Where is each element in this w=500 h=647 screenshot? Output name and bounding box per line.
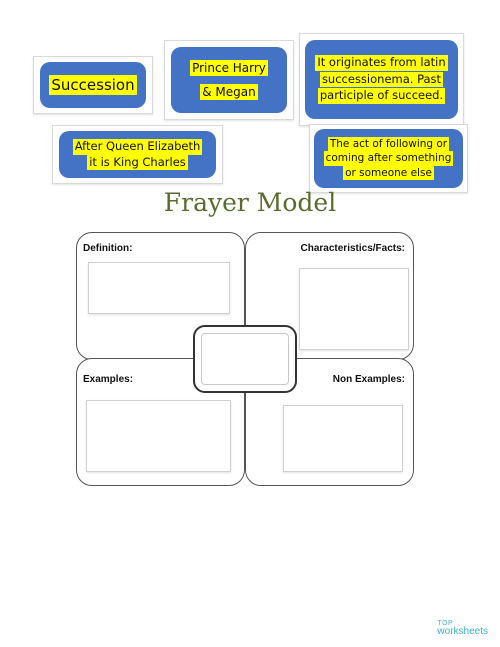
non-examples-drop-zone[interactable] xyxy=(283,405,403,472)
card-act-line1: The act of following or xyxy=(327,137,450,152)
card-origin[interactable]: It originates from latin successionema. … xyxy=(299,33,464,126)
definition-drop-zone[interactable] xyxy=(88,262,230,314)
center-word-box xyxy=(193,325,297,393)
card-act[interactable]: The act of following or coming after som… xyxy=(309,124,468,193)
logo-line1: TOP xyxy=(437,620,454,627)
card-queen-line2: it is King Charles xyxy=(87,154,188,171)
card-origin-line3: participle of succeed. xyxy=(317,88,446,104)
center-word-drop-zone[interactable] xyxy=(201,333,289,385)
card-act-line3: or someone else xyxy=(343,165,434,180)
card-prince-harry-body: Prince Harry & Megan xyxy=(171,47,287,113)
card-prince-harry-line2: & Megan xyxy=(200,84,258,101)
characteristics-label: Characteristics/Facts: xyxy=(300,243,406,254)
card-prince-harry[interactable]: Prince Harry & Megan xyxy=(164,40,294,120)
logo-line2: worksheets xyxy=(437,626,488,637)
card-origin-line1: It originates from latin xyxy=(315,55,448,71)
card-succession-text: Succession xyxy=(49,74,137,96)
card-succession-body: Succession xyxy=(40,62,146,108)
examples-drop-zone[interactable] xyxy=(86,400,231,472)
examples-label: Examples: xyxy=(83,374,134,385)
characteristics-drop-zone[interactable] xyxy=(299,268,409,350)
card-queen-body: After Queen Elizabeth it is King Charles xyxy=(59,131,216,178)
card-queen[interactable]: After Queen Elizabeth it is King Charles xyxy=(52,125,223,184)
card-queen-line1: After Queen Elizabeth xyxy=(72,138,203,155)
card-succession[interactable]: Succession xyxy=(33,56,153,114)
card-origin-line2: successionema. Past xyxy=(319,71,444,88)
topworksheets-logo: TOP worksheets xyxy=(437,620,488,637)
page-title: Frayer Model xyxy=(163,188,337,217)
definition-label: Definition: xyxy=(83,243,133,254)
card-act-body: The act of following or coming after som… xyxy=(314,129,463,188)
non-examples-label: Non Examples: xyxy=(332,374,405,385)
card-prince-harry-line1: Prince Harry xyxy=(190,59,268,76)
card-act-line2: coming after something xyxy=(323,151,454,166)
card-origin-body: It originates from latin successionema. … xyxy=(305,40,458,119)
